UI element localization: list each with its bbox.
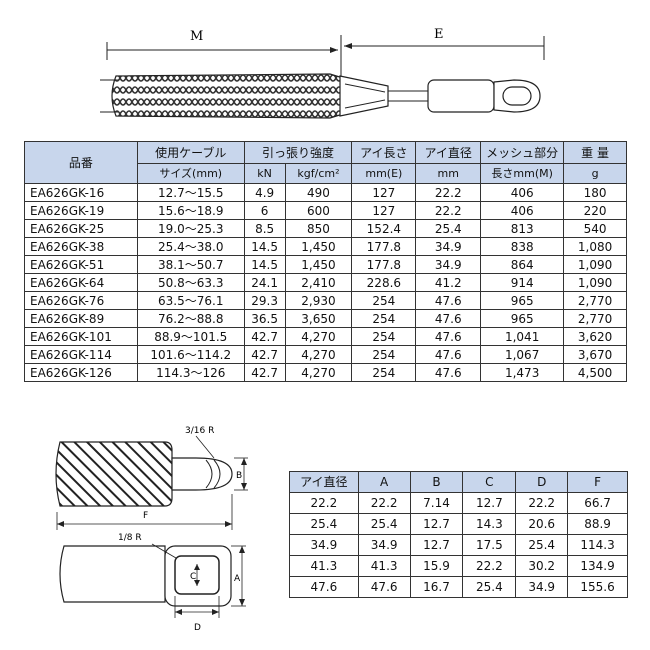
header-a: A (357, 471, 411, 493)
header-tensile-kgf: kgf/cm² (284, 163, 353, 184)
label-f: F (143, 511, 148, 521)
eye-top-view (59, 543, 246, 618)
header-weight: 重 量 (563, 141, 627, 164)
eye-detail-drawing: 3/16 R B F 1/8 R A C D (55, 426, 248, 633)
header-weight-unit: g (563, 163, 627, 184)
label-m: M (190, 29, 203, 44)
label-b: B (236, 471, 242, 481)
label-d: D (194, 623, 201, 633)
label-c: C (190, 572, 196, 582)
header-b: B (409, 471, 464, 493)
header-c: C (462, 471, 517, 493)
label-radius-316: 3/16 R (185, 426, 214, 436)
header-eye-diameter: アイ直径 (415, 141, 482, 164)
header-eye-length-unit: mm(E) (351, 163, 417, 184)
dimension-f (56, 494, 233, 530)
eye-fitting (388, 79, 541, 113)
header-tensile: 引っ張り強度 (243, 141, 353, 164)
header-mesh-length-unit: 長さmm(M) (480, 163, 565, 184)
header-eye-diameter: アイ直径 (289, 471, 359, 493)
eye-side-view (55, 435, 248, 507)
header-d: D (515, 471, 569, 493)
header-eye-diameter-unit: mm (415, 163, 482, 184)
header-mesh-length: メッシュ部分 (480, 141, 565, 164)
label-e: E (434, 27, 444, 42)
dimension-e (344, 36, 545, 60)
mesh-sleeve (111, 73, 389, 119)
header-cable-size-unit: サイズ(mm) (136, 163, 245, 184)
label-a: A (234, 574, 241, 584)
label-radius-18: 1/8 R (118, 533, 142, 543)
header-cable-size: 使用ケーブル (136, 141, 245, 164)
cable-grip-drawing: M E (100, 27, 545, 119)
header-eye-length: アイ長さ (351, 141, 417, 164)
header-tensile-kn: kN (243, 163, 286, 184)
dimension-m (106, 35, 342, 80)
header-model: 品番 (24, 141, 138, 184)
header-f: F (567, 471, 628, 493)
spec-table: 品番 使用ケーブル 引っ張り強度 アイ長さ アイ直径 メッシュ部分 重 量 サイ… (24, 141, 627, 382)
